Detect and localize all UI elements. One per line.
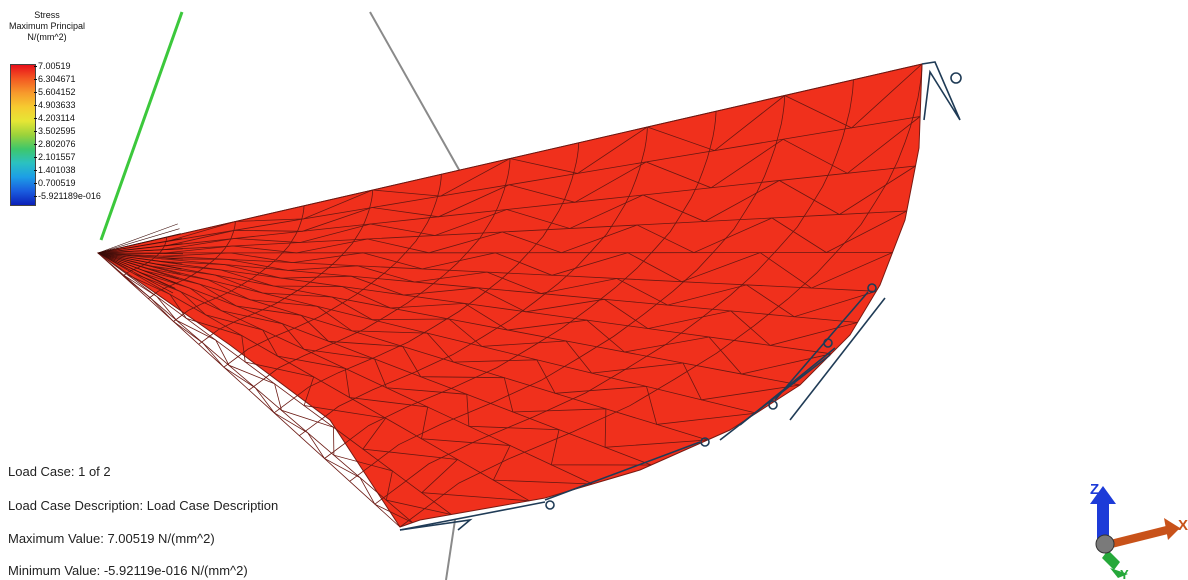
legend-tick: 4.203114 — [34, 112, 75, 124]
legend-title: Stress Maximum Principal N/(mm^2) — [0, 10, 94, 43]
mesh-edge — [299, 127, 648, 437]
fan-edge — [97, 252, 176, 289]
mesh-edge — [162, 252, 893, 289]
fan-edge — [97, 248, 183, 254]
fan-edge — [97, 252, 183, 260]
legend-tick: 0.700519 — [34, 177, 76, 189]
green-axis-line — [99, 11, 184, 241]
gray-construction-line — [369, 11, 463, 176]
legend-tick: 2.101557 — [34, 151, 76, 163]
mesh-edge — [139, 271, 652, 466]
fan-edge — [97, 228, 180, 254]
mesh-edge — [144, 270, 708, 448]
load-case-description: Load Case Description: Load Case Descrip… — [8, 498, 279, 513]
legend-title-line: Stress — [34, 10, 60, 20]
legend-tick: 5.604152 — [34, 86, 76, 98]
fan-edge — [97, 243, 183, 254]
legend-tick: 7.00519 — [34, 60, 71, 72]
gray-construction-line-bottom — [445, 519, 456, 580]
legend-color-bar — [10, 64, 36, 206]
legend-tick: 1.401038 — [34, 164, 76, 176]
mesh-edge — [324, 111, 717, 459]
y-axis-arrow — [1102, 550, 1128, 578]
y-axis-label: Y — [1120, 567, 1129, 580]
stress-mesh-surface[interactable] — [96, 63, 923, 528]
mesh-edge — [349, 95, 786, 482]
load-case-label: Load Case: 1 of 2 — [8, 464, 111, 479]
x-axis-label: X — [1178, 517, 1188, 534]
mesh-edge — [173, 205, 305, 322]
legend-tick: -5.921189e-016 — [34, 190, 101, 202]
legend-tick: 2.802076 — [34, 138, 76, 150]
z-axis-arrow — [1090, 486, 1116, 540]
restraint-symbols — [399, 61, 962, 531]
legend-title-line: N/(mm^2) — [27, 32, 67, 42]
orientation-triad[interactable]: Z X Y — [1080, 478, 1188, 580]
mesh-edge — [122, 237, 168, 277]
z-axis-label: Z — [1090, 481, 1099, 498]
legend-tick: 6.304671 — [34, 73, 76, 85]
legend-title-line: Maximum Principal — [8, 21, 86, 31]
mesh-edge — [123, 275, 452, 515]
fan-edge — [97, 252, 179, 280]
fan-edge — [97, 252, 183, 265]
mesh-edge — [399, 63, 923, 528]
fan-edge — [97, 252, 184, 255]
maximum-value: Maximum Value: 7.00519 N/(mm^2) — [8, 531, 215, 546]
mesh-refinement-fan — [97, 223, 184, 294]
mesh-edge — [164, 210, 907, 254]
mesh-edge — [166, 116, 921, 247]
triad-origin — [1095, 534, 1115, 554]
mesh-edge — [223, 174, 442, 368]
mesh-edge — [273, 142, 580, 414]
fan-edge — [97, 252, 174, 294]
x-axis-arrow — [1110, 518, 1180, 548]
mesh-edge — [148, 268, 757, 425]
legend-tick-labels: 7.00519 6.304671 5.604152 4.903633 4.203… — [34, 60, 184, 210]
mesh-edge — [198, 189, 374, 345]
mesh-edge — [165, 165, 916, 250]
mesh-element-edges — [97, 63, 923, 528]
fan-edge — [97, 223, 178, 254]
mesh-edge — [133, 273, 593, 485]
fan-edge — [97, 252, 178, 284]
fan-edge — [97, 252, 181, 275]
legend-tick: 3.502595 — [34, 125, 76, 137]
mesh-edge — [161, 258, 877, 318]
mesh-edge — [166, 63, 923, 242]
mesh-edge — [148, 221, 236, 300]
mesh-edge — [374, 79, 854, 505]
fan-edge — [97, 233, 181, 254]
legend-tick: 4.903633 — [34, 99, 76, 111]
fan-edge — [97, 238, 182, 254]
minimum-value: Minimum Value: -5.92119e-016 N/(mm^2) — [8, 563, 248, 578]
mesh-edge — [122, 275, 413, 523]
mesh-edge — [152, 265, 801, 401]
fan-edge — [97, 252, 182, 270]
mesh-edge — [156, 263, 832, 375]
mesh-edge — [159, 261, 858, 346]
mesh-edge — [127, 274, 530, 502]
